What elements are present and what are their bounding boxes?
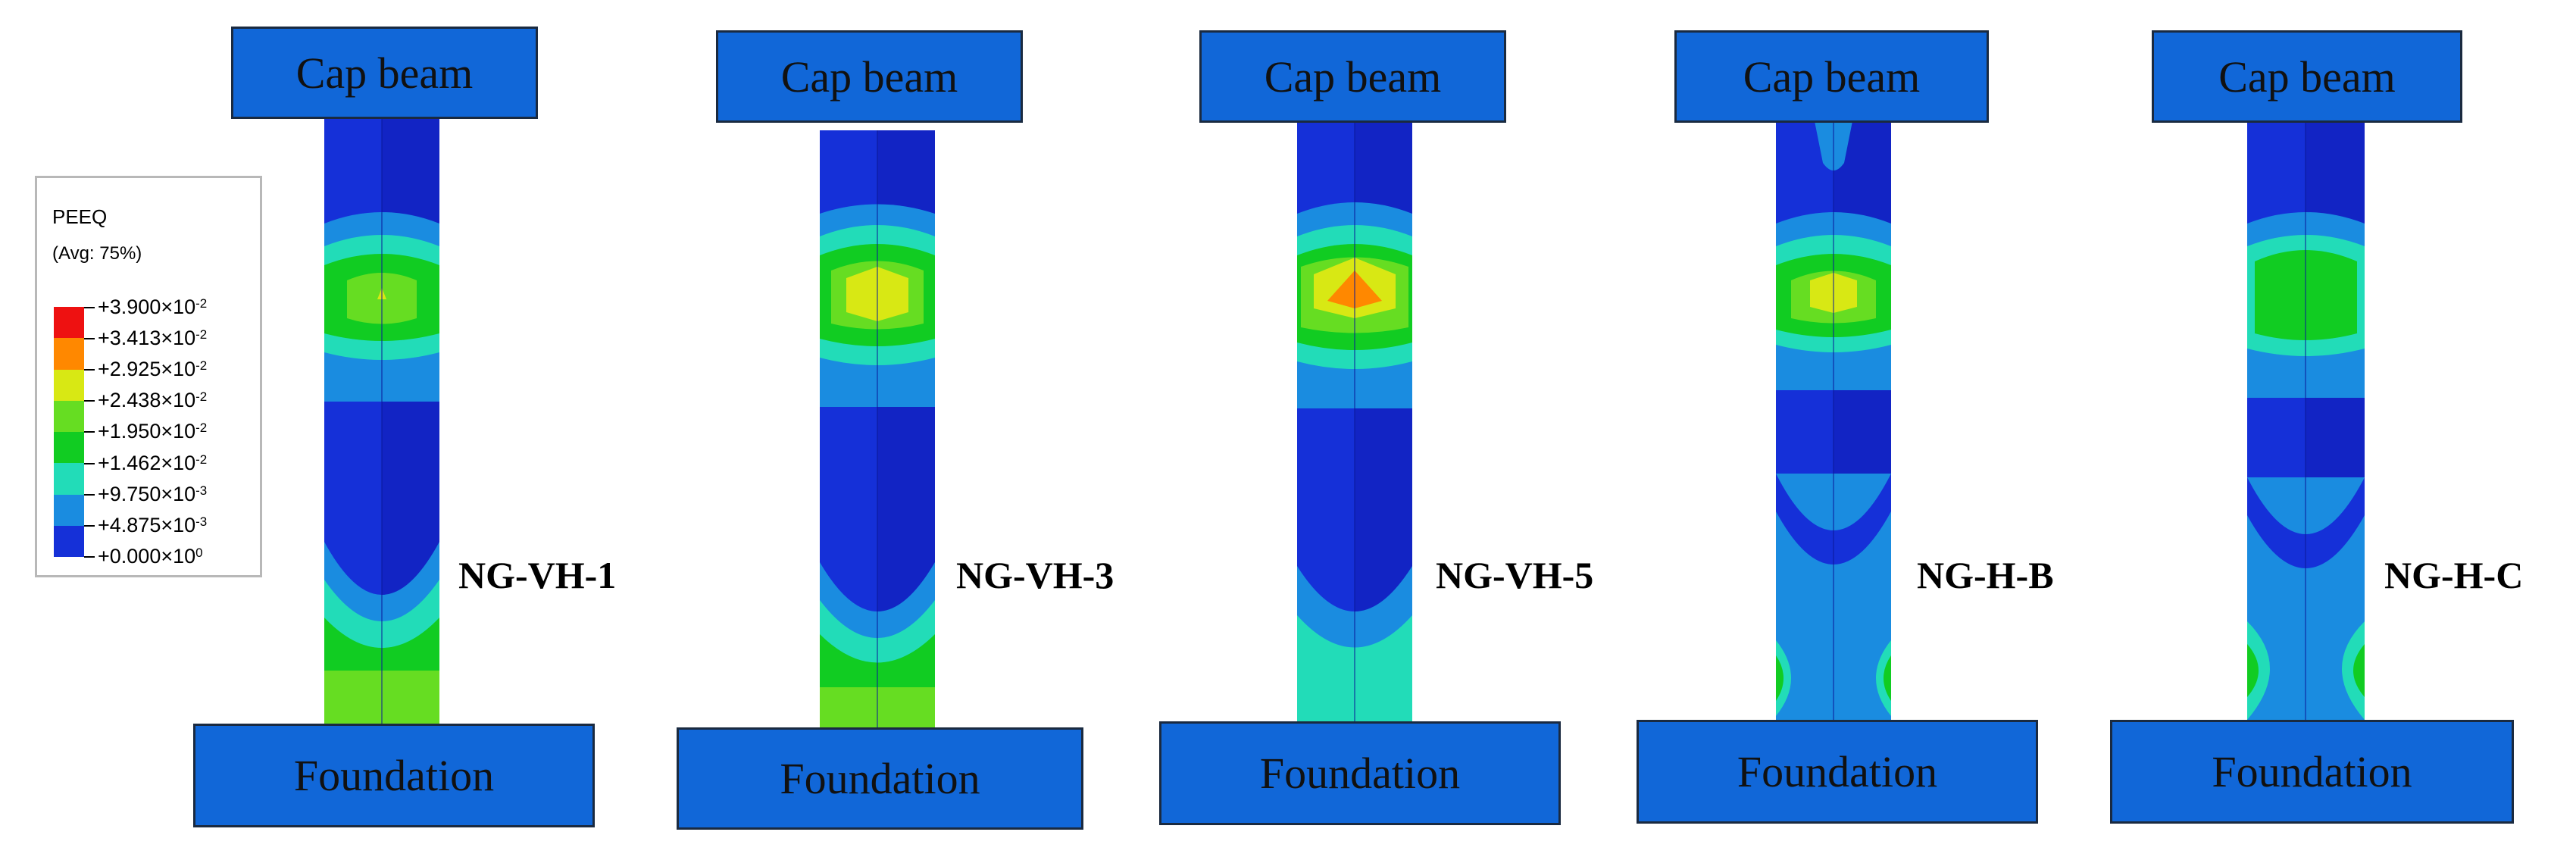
legend-swatch [54,432,84,464]
specimen-label: NG-H-C [2384,554,2524,596]
cap-beam-box: Cap beam [1199,30,1506,123]
legend-label: +2.925×10-2 [98,358,208,380]
column-contour-ng-vh-5 [1297,123,1412,725]
foundation-box: Foundation [677,727,1083,830]
legend-title: PEEQ [52,205,108,228]
legend-tick [84,307,95,308]
legend-swatch [54,338,84,370]
foundation-box: Foundation [2110,720,2514,824]
column-contour-ng-vh-1 [324,117,439,725]
legend-tick [84,431,95,433]
column-contour-ng-vh-3 [820,130,935,729]
legend-swatch [54,307,84,339]
foundation-box: Foundation [1637,720,2038,824]
foundation-box: Foundation [193,724,595,827]
legend-label: +2.438×10-2 [98,389,208,411]
cap-beam-box: Cap beam [1674,30,1989,123]
legend-label: +3.413×10-2 [98,327,208,349]
cap-beam-box: Cap beam [2152,30,2462,123]
legend-tick [84,338,95,339]
legend-tick [84,525,95,527]
foundation-box: Foundation [1159,721,1561,825]
legend-label: +1.462×10-2 [98,452,208,474]
legend-tick [84,369,95,371]
legend-swatch [54,494,84,526]
legend-swatch [54,525,84,557]
legend-tick [84,463,95,464]
legend-swatch [54,369,84,401]
legend-tick [84,494,95,496]
legend-subtitle: (Avg: 75%) [52,243,142,264]
specimen-label: NG-VH-5 [1436,554,1594,596]
contour-legend: PEEQ (Avg: 75%) +3.900×10-2 +3.413×10-2 … [35,176,262,577]
specimen-label: NG-H-B [1917,554,2054,596]
cap-beam-box: Cap beam [716,30,1023,123]
legend-tick [84,400,95,402]
cap-beam-box: Cap beam [231,27,538,119]
legend-color-bar [54,307,84,557]
legend-swatch [54,463,84,495]
legend-swatch [54,400,84,432]
specimen-label: NG-VH-1 [458,554,617,596]
legend-tick [84,556,95,558]
column-contour-ng-h-b [1776,117,1891,727]
legend-label: +9.750×10-3 [98,483,208,505]
legend-label: +1.950×10-2 [98,420,208,443]
column-contour-ng-h-c [2247,121,2365,727]
legend-label: +4.875×10-3 [98,514,208,536]
specimen-label: NG-VH-3 [956,554,1114,596]
legend-label: +0.000×100 [98,545,203,568]
legend-label: +3.900×10-2 [98,296,208,318]
